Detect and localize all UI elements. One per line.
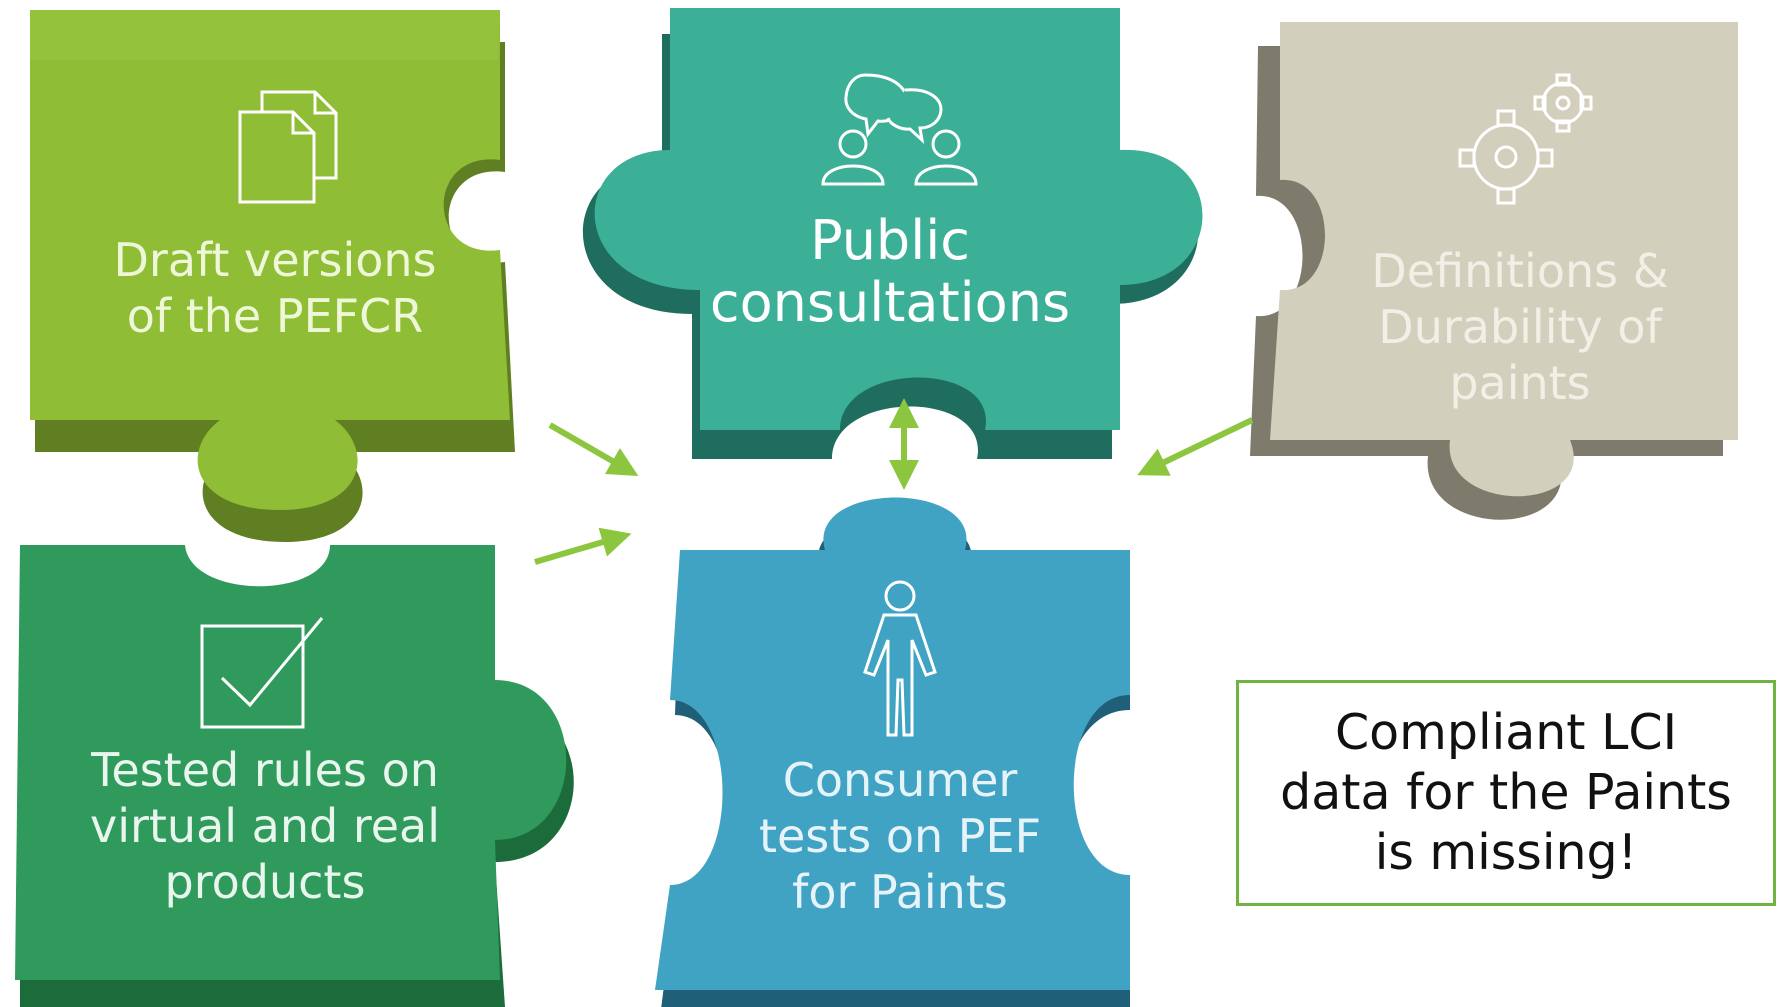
tested-rules-label: Tested rules on virtual and real product… bbox=[89, 743, 441, 910]
piece-draft bbox=[30, 10, 515, 542]
missing-data-callout: Compliant LCI data for the Paints is mis… bbox=[1236, 680, 1776, 906]
piece-defs bbox=[1250, 22, 1738, 520]
arrow-defs bbox=[1137, 417, 1254, 476]
arrows bbox=[534, 398, 1254, 565]
consumer-tests-label: Consumer tests on PEF for Paints bbox=[758, 753, 1042, 920]
documents-icon bbox=[238, 90, 338, 204]
people-chat-icon bbox=[821, 73, 978, 186]
person-icon bbox=[863, 580, 937, 737]
checkbox-icon bbox=[200, 617, 324, 729]
piece-consumer bbox=[655, 497, 1130, 1007]
gears-icon bbox=[1458, 73, 1593, 205]
public-consultations-label: Public consultations bbox=[709, 209, 1071, 334]
arrow-tested bbox=[534, 527, 632, 565]
draft-label: Draft versions of the PEFCR bbox=[113, 233, 437, 344]
definitions-label: Definitions & Durability of paints bbox=[1371, 244, 1669, 411]
piece-tested bbox=[15, 545, 574, 1007]
arrow-draft bbox=[548, 422, 639, 476]
missing-data-text: Compliant LCI data for the Paints is mis… bbox=[1280, 703, 1732, 882]
piece-public bbox=[582, 8, 1203, 459]
